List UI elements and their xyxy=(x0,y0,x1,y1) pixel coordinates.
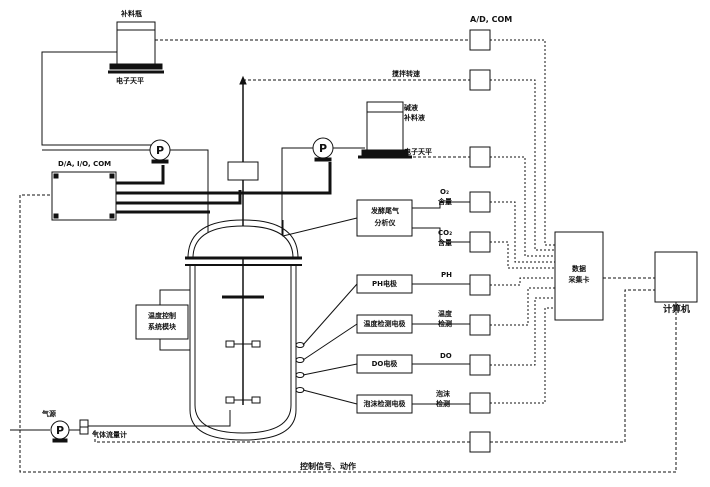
temp-electrode-label: 温度检测电极 xyxy=(363,320,406,328)
base-tank-icon xyxy=(358,101,412,159)
da-io-com-label: D/A, I/O, COM xyxy=(58,160,112,168)
o2-label-1: O₂ xyxy=(440,188,450,196)
sensor-box-control xyxy=(469,431,491,453)
control-signal-label: 控制信号、动作 xyxy=(300,462,356,471)
sensor-box-balance xyxy=(469,146,491,168)
probe-icons xyxy=(295,342,305,393)
sensor-box-foam xyxy=(469,392,491,414)
computer-box xyxy=(654,251,698,303)
ad-com-label: A/D, COM xyxy=(470,15,513,24)
acquisition-label-2: 采集卡 xyxy=(568,276,590,284)
temp-label-2: 检测 xyxy=(438,320,452,328)
temp-control-label-2: 系统模块 xyxy=(148,323,176,331)
foam-label-1: 泡沫 xyxy=(436,390,450,398)
foam-electrode-label: 泡沫检测电极 xyxy=(363,400,406,408)
temp-label-1: 温度 xyxy=(438,310,452,318)
do-value-label: DO xyxy=(440,352,452,360)
co2-label-2: 含量 xyxy=(438,239,452,247)
sensor-box-ph xyxy=(469,274,491,296)
acquisition-label-1: 数据 xyxy=(572,265,586,273)
flowmeter-icon xyxy=(79,419,89,435)
tank-label-2: 补料液 xyxy=(404,114,425,122)
sensor-box-do xyxy=(469,354,491,376)
analyzer-label-1: 发酵尾气 xyxy=(371,207,399,215)
sensor-box-ad xyxy=(469,29,491,51)
do-electrode-label: DO电极 xyxy=(371,360,398,368)
computer-label: 计算机 xyxy=(663,305,691,315)
temp-control-module xyxy=(135,304,189,340)
ph-electrode-label: PH电极 xyxy=(372,280,397,288)
co2-label-1: CO₂ xyxy=(438,229,453,237)
stir-speed-label: 搅拌转速 xyxy=(392,70,420,78)
temp-control-label-1: 温度控制 xyxy=(148,312,176,320)
pump-label-2: P xyxy=(319,142,327,155)
right-balance-label: 电子天平 xyxy=(404,148,432,156)
da-io-com-box xyxy=(51,171,117,221)
analyzer-label-2: 分析仪 xyxy=(374,219,396,227)
o2-label-2: 含量 xyxy=(438,198,452,206)
reagent-bottle-label: 补料瓶 xyxy=(121,10,142,18)
ph-value-label: PH xyxy=(441,271,452,279)
sensor-box-o2 xyxy=(469,191,491,213)
tank-label-1: 碱液 xyxy=(404,104,418,112)
top-balance-label: 电子天平 xyxy=(116,77,144,85)
sensor-box-co2 xyxy=(469,231,491,253)
pump-label-3: P xyxy=(56,424,64,437)
acquisition-card xyxy=(554,231,604,321)
pump-label-1: P xyxy=(156,144,164,157)
fermenter-vessel xyxy=(185,219,302,441)
sensor-box-stir xyxy=(469,69,491,91)
stir-motor-icon xyxy=(227,161,259,181)
exhaust-analyzer-box xyxy=(356,199,413,237)
sensor-box-temp xyxy=(469,314,491,336)
flowmeter-label: 气体流量计 xyxy=(92,431,127,439)
air-source-label: 气源 xyxy=(42,410,56,418)
reagent-bottle-icon xyxy=(108,21,164,74)
foam-label-2: 检测 xyxy=(436,400,450,408)
